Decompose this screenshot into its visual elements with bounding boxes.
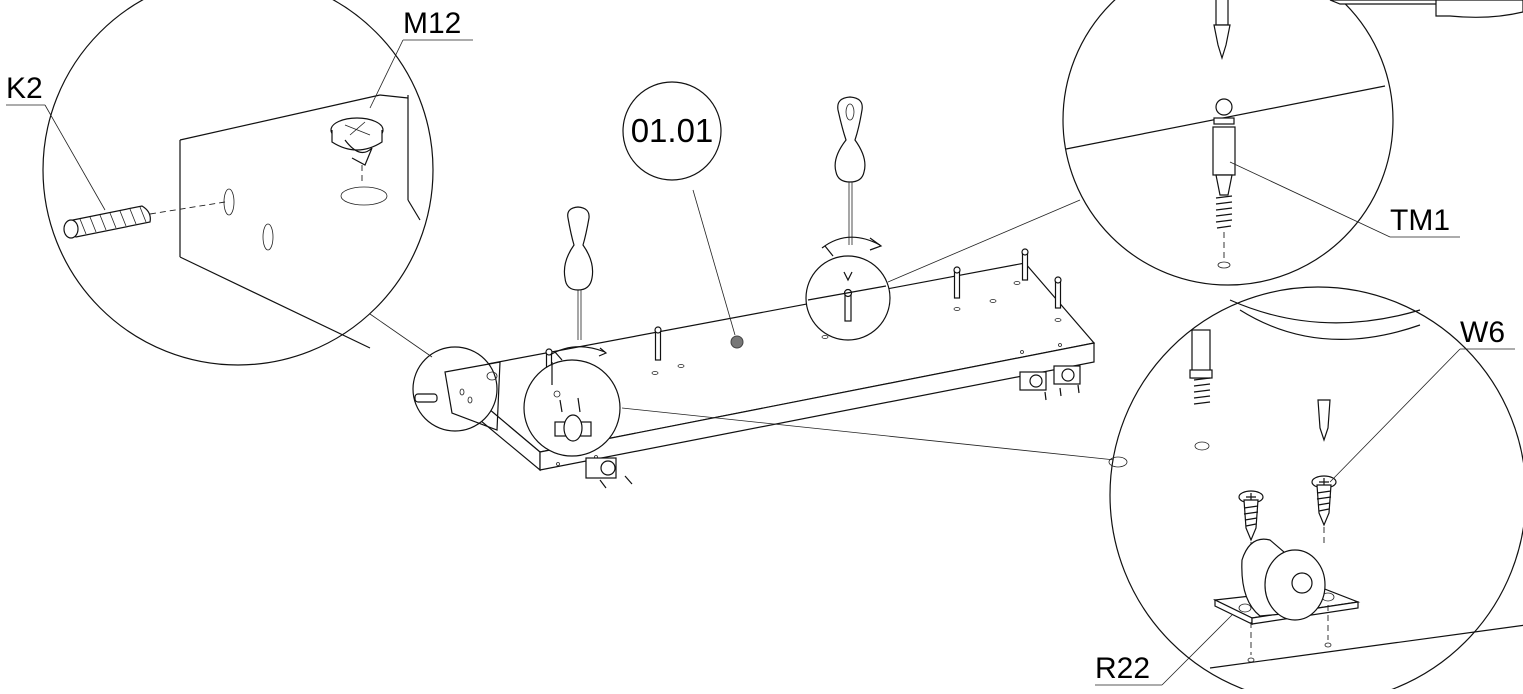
detail-circle-k2-m12 <box>42 0 434 366</box>
screwdriver-corner <box>1329 0 1523 18</box>
caster-front-left <box>585 457 633 489</box>
detail-r22-w6-contents <box>1108 299 1523 669</box>
leader-tm1-detail <box>887 199 1081 283</box>
label-k2: K2 <box>6 72 43 105</box>
detail-k2-m12-contents <box>63 94 421 349</box>
label-w6: W6 <box>1460 316 1505 349</box>
detail-circle-caster <box>523 359 621 457</box>
callout-w6: W6 <box>1329 316 1515 483</box>
label-m12: M12 <box>403 7 461 40</box>
callout-k2: K2 <box>6 72 106 211</box>
screwdriver-left <box>549 206 608 361</box>
detail-caster-contents <box>551 362 592 442</box>
screwdriver-right <box>821 96 883 257</box>
step-number: 01.01 <box>631 112 714 149</box>
label-tm1: TM1 <box>1390 204 1450 237</box>
cam-m12 <box>330 117 384 166</box>
step-leader <box>692 189 736 336</box>
caster-back-right <box>1019 365 1081 401</box>
detail-cam-contents <box>807 271 887 322</box>
leader-k2-detail <box>369 313 433 358</box>
detail-side-contents <box>414 361 501 431</box>
callout-r22: R22 <box>1095 614 1233 686</box>
dowel-k2 <box>63 205 151 239</box>
detail-circle-side <box>412 346 498 432</box>
leader-caster-detail <box>621 407 1116 461</box>
callout-m12: M12 <box>369 7 473 109</box>
callout-tm1: TM1 <box>1229 161 1460 238</box>
step-number-circle <box>622 81 722 181</box>
detail-tm1-contents <box>1065 0 1386 269</box>
detail-circle-r22-w6 <box>1109 286 1523 694</box>
label-r22: R22 <box>1095 652 1150 685</box>
